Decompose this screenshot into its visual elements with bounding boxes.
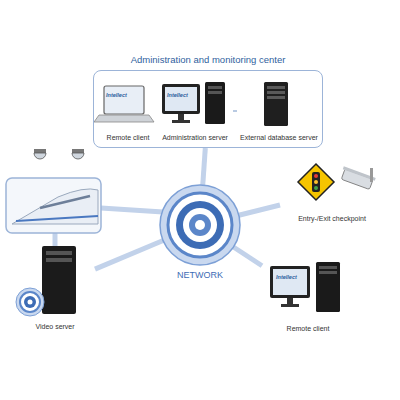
camera-mount — [72, 149, 84, 153]
network-ring — [183, 208, 217, 242]
device-label: External database server — [237, 134, 321, 142]
drive-bay — [208, 86, 222, 89]
network-ring — [168, 193, 232, 257]
device-label: Entry-/Exit checkpoint — [280, 215, 384, 223]
drive-bay — [319, 271, 337, 274]
drive-bay — [208, 91, 222, 94]
monitor-bezel — [162, 84, 200, 114]
dome-camera — [34, 153, 46, 159]
device-node: External database server — [237, 79, 321, 143]
logo-ring — [20, 292, 40, 312]
traffic-light — [312, 172, 320, 192]
train — [12, 189, 98, 224]
server-tower — [42, 246, 76, 314]
dome-camera — [72, 153, 84, 159]
group-title: Administration and monitoring center — [94, 55, 322, 66]
network-line — [203, 148, 206, 185]
monitor-stand — [178, 114, 184, 120]
road-sign — [298, 164, 334, 200]
monitor-base — [172, 120, 190, 123]
logo-ring — [24, 296, 36, 308]
device-node: Video server — [15, 240, 95, 332]
train-stripe — [16, 216, 98, 221]
device-node: Entry-/Exit checkpoint — [280, 160, 384, 224]
monitor-screen — [165, 87, 197, 111]
network-line — [233, 247, 262, 266]
network-line — [53, 233, 58, 246]
server-tower — [205, 82, 225, 124]
device-label: Remote client — [99, 134, 157, 142]
laptop-base — [94, 115, 154, 122]
signal-lamp — [314, 174, 318, 178]
drive-bay — [267, 96, 285, 99]
device-label: Administration server — [157, 134, 233, 142]
monitor-stand — [287, 298, 293, 304]
network-ring — [176, 201, 224, 249]
network-line — [239, 205, 280, 215]
logo-ring — [16, 288, 44, 316]
group-box: Administration and monitoring centerRemo… — [93, 70, 323, 148]
drive-bay — [319, 266, 337, 269]
camera-bracket — [370, 168, 373, 182]
drive-bay — [267, 86, 285, 89]
signal-lamp — [314, 180, 318, 184]
screen-logo: Intellect — [167, 92, 188, 98]
drive-bay — [267, 91, 285, 94]
train-panel — [6, 178, 101, 233]
train-windows — [40, 196, 90, 208]
device-link — [233, 110, 237, 111]
signal-lamp — [314, 186, 318, 190]
device-node: Administration server — [157, 79, 233, 143]
network-ring — [195, 220, 205, 230]
box-camera — [339, 166, 375, 190]
network-line — [95, 241, 163, 270]
screen-logo: Intellect — [276, 274, 297, 280]
monitor-screen — [273, 269, 307, 295]
laptop-screen — [104, 86, 144, 114]
drive-bay — [46, 251, 72, 255]
server-tower — [264, 82, 288, 126]
device-label: Video server — [15, 323, 95, 331]
network-ring — [160, 185, 240, 265]
camera-mount — [34, 149, 46, 153]
drive-bay — [46, 258, 72, 262]
network-ring — [189, 214, 211, 236]
screen-logo: Intellect — [106, 92, 127, 98]
monitor-bezel — [270, 266, 310, 298]
hub-label: NETWORK — [130, 270, 270, 280]
device-label: Remote client — [262, 325, 354, 333]
logo-ring — [28, 300, 33, 305]
device-node: Remote client — [99, 79, 157, 143]
server-tower — [316, 262, 340, 312]
monitor-base — [281, 304, 299, 307]
network-line — [101, 208, 163, 212]
device-node: Remote client — [262, 258, 354, 334]
network-hub: NETWORK — [160, 185, 240, 265]
